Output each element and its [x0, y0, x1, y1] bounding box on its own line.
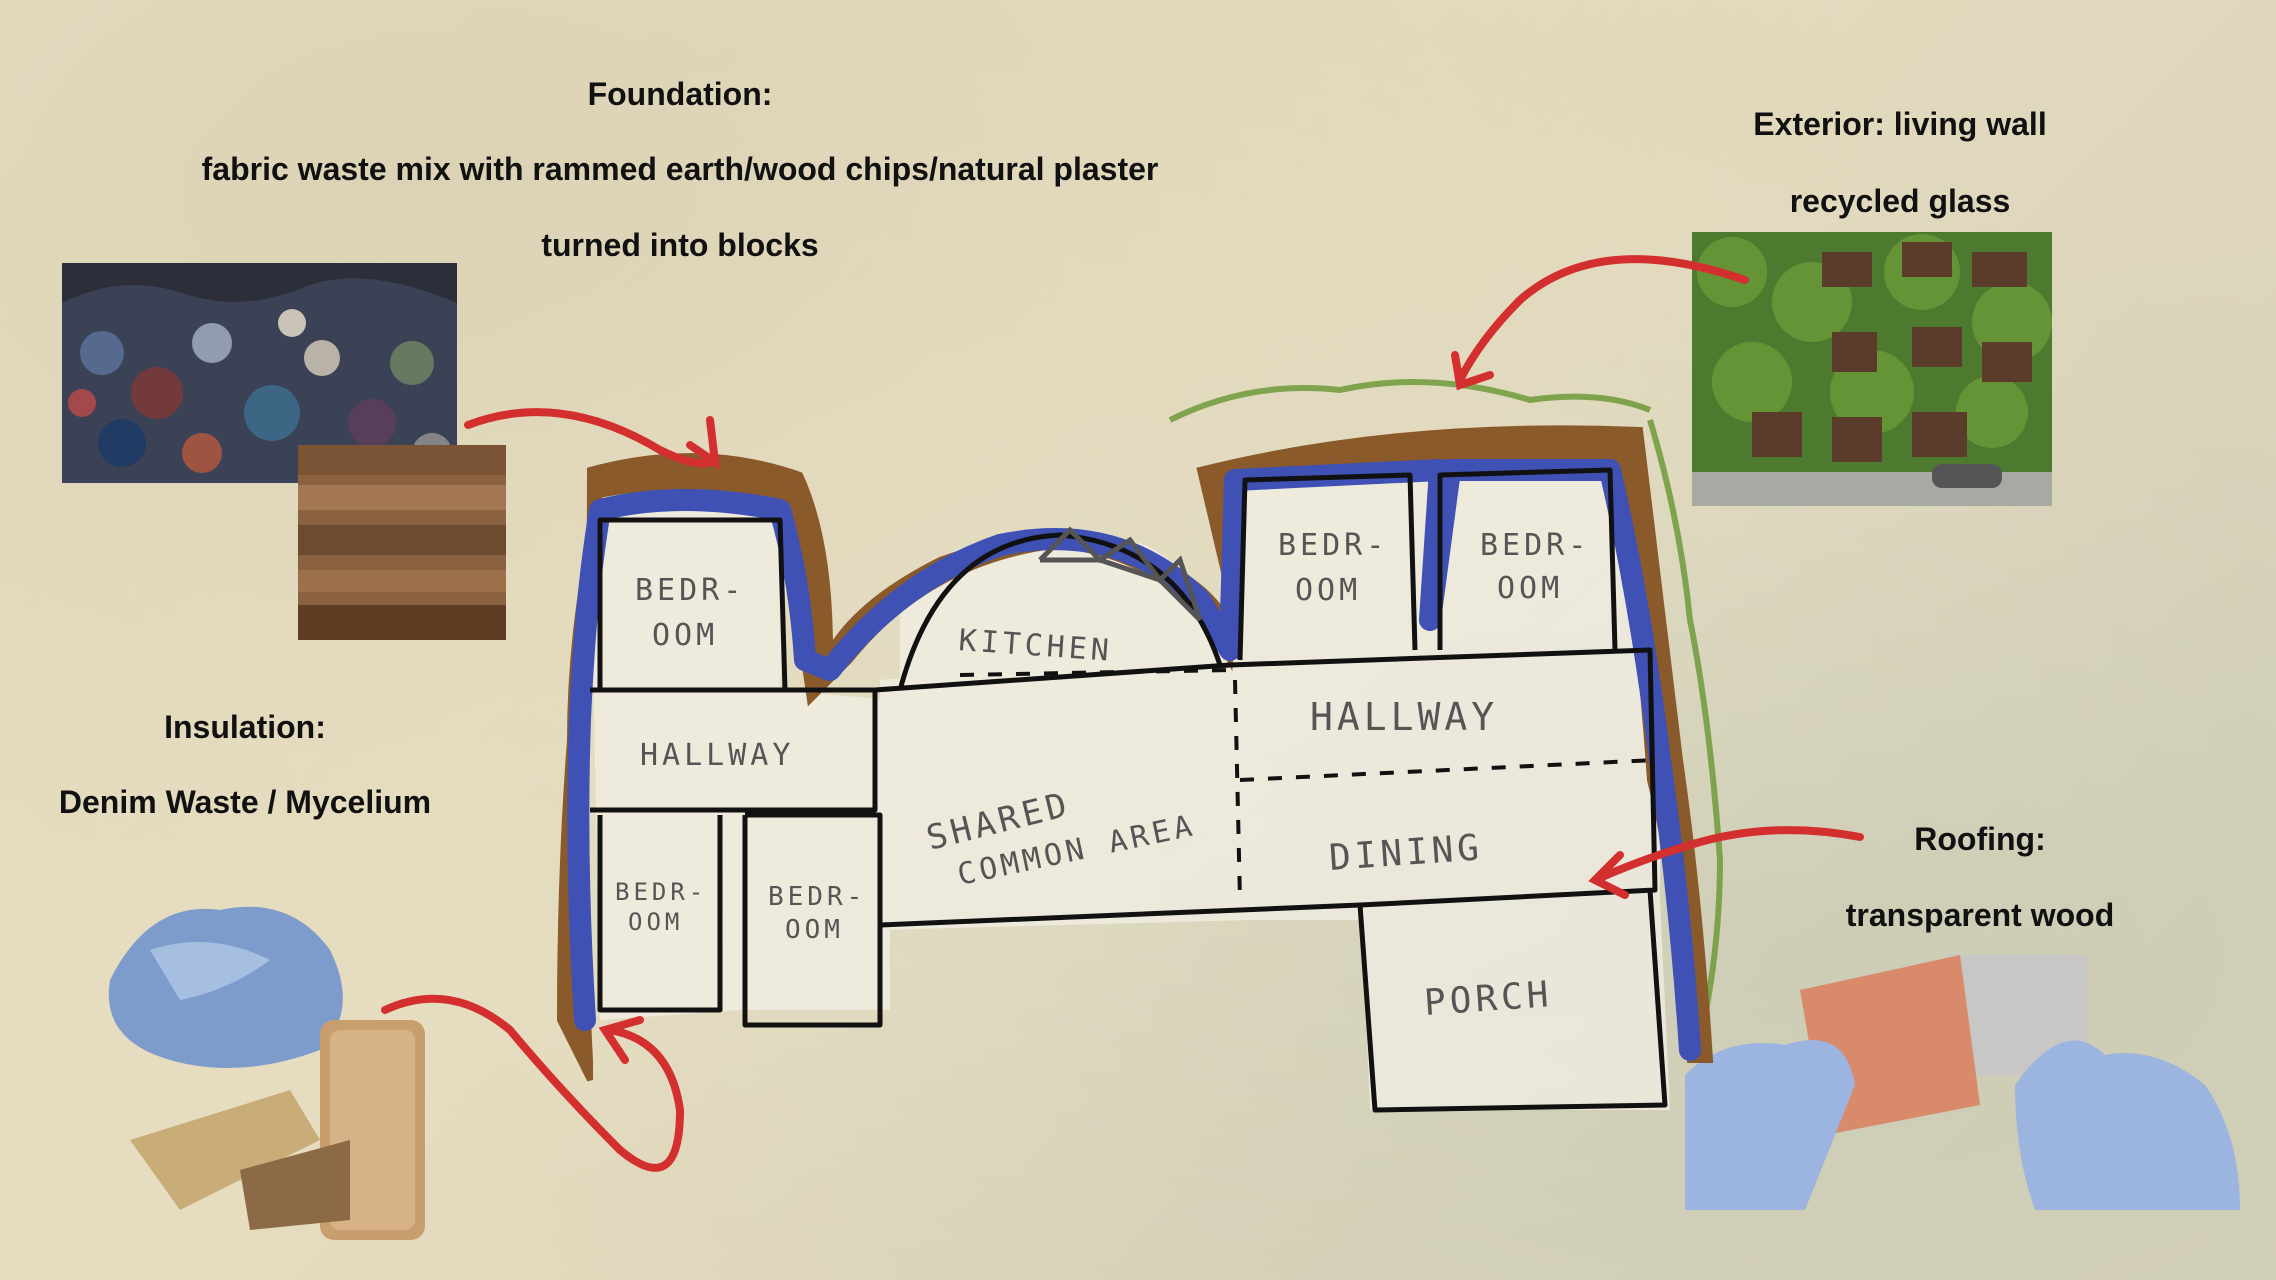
bedroom-label-3b: OOM [1497, 571, 1563, 606]
bedroom-label-4: BEDR- [615, 878, 707, 906]
insulation-arrow [381, 994, 685, 1172]
foundation-arrow [464, 408, 719, 468]
hallway-left-label: HALLWAY [640, 738, 794, 773]
roofing-arrow [1596, 826, 1864, 882]
bedroom-label-5: BEDR- [768, 882, 866, 912]
exterior-description: recycled glass [1789, 183, 2011, 219]
roofing-description: transparent wood [1845, 897, 2115, 933]
bedroom-label-1b: OOM [652, 618, 718, 653]
bedroom-label-4b: OOM [628, 908, 683, 936]
fabric-waste-photo [62, 263, 457, 483]
denim-mycelium-photo [90, 890, 470, 1250]
hallway-right-label: HALLWAY [1310, 695, 1498, 739]
room-outlines [590, 467, 1668, 1113]
insulation-arrowhead [598, 1016, 644, 1064]
insulation-title: Insulation: [164, 709, 326, 745]
foundation-title: Foundation: [587, 76, 773, 112]
annotation-arrows [381, 255, 1864, 1172]
exterior-arrow [1456, 255, 1749, 384]
vine-decoration [1168, 379, 1724, 1041]
rammed-earth-photo [298, 445, 506, 640]
bedroom-label-2: BEDR- [1278, 528, 1388, 563]
roofing-arrowhead [1588, 851, 1629, 899]
roofing-title: Roofing: [1914, 821, 2046, 857]
foundation-description: fabric waste mix with rammed earth/wood … [201, 151, 1159, 187]
room-fill-patches [590, 470, 1670, 1110]
exterior-title: Exterior: living wall [1753, 106, 2047, 142]
living-wall-photo [1692, 232, 2052, 506]
bedroom-label-1: BEDR- [635, 573, 745, 608]
foundation-arrowhead [686, 416, 721, 471]
kitchen-truss [1038, 526, 1203, 622]
bedroom-label-2b: OOM [1295, 573, 1361, 608]
bedroom-label-3: BEDR- [1480, 528, 1590, 563]
foundation-description-2: turned into blocks [541, 227, 819, 263]
transparent-wood-photo [1685, 955, 2240, 1210]
bedroom-label-5b: OOM [785, 915, 844, 945]
porch-label: PORCH [1423, 974, 1554, 1024]
exterior-arrowhead [1451, 351, 1494, 391]
insulation-description: Denim Waste / Mycelium [58, 784, 432, 820]
dashed-dividers [873, 668, 1656, 901]
